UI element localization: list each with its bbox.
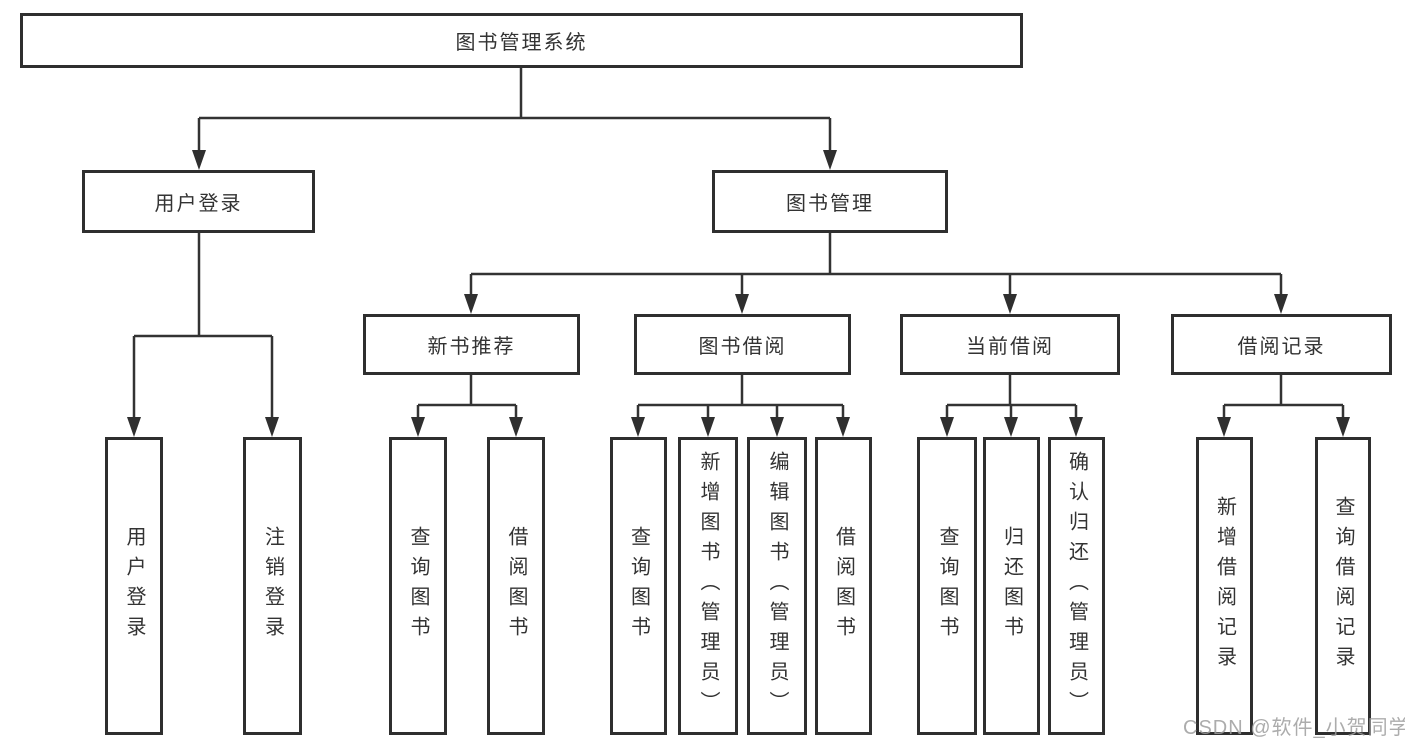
connector-new-book-recommend [416, 375, 518, 419]
csdn-watermark: CSDN @软件_小贺同学 [1183, 717, 1405, 739]
leaf-current-query-books-label: 查询图书 [936, 526, 958, 646]
node-root-label: 图书管理系统 [455, 32, 588, 54]
leaf-records-query-record-label: 查询借阅记录 [1332, 496, 1354, 676]
connector-root [197, 68, 832, 152]
leaf-borrow-query-books-label: 查询图书 [627, 526, 650, 646]
arrowheads [127, 150, 1350, 437]
node-borrow-records: 借阅记录 [1171, 314, 1392, 375]
leaf-borrow-borrow-books: 借阅图书 [815, 437, 872, 735]
node-new-book-recommend: 新书推荐 [363, 314, 580, 375]
connector-current-borrow [945, 375, 1078, 419]
connector-borrow-records [1222, 375, 1345, 419]
leaf-borrow-borrow-books-label: 借阅图书 [832, 526, 855, 646]
connector-book-borrow [636, 375, 845, 419]
node-user-login-label: 用户登录 [154, 193, 243, 215]
leaf-current-return-books-label: 归还图书 [1000, 526, 1023, 646]
leaf-current-query-books: 查询图书 [917, 437, 977, 735]
leaf-current-return-books: 归还图书 [983, 437, 1040, 735]
leaf-recommend-query-books-label: 查询图书 [407, 526, 429, 646]
node-root: 图书管理系统 [20, 13, 1023, 68]
leaf-recommend-query-books: 查询图书 [389, 437, 447, 735]
leaf-current-confirm-return-admin: 确认归还（管理员） [1048, 437, 1105, 735]
node-book-management-label: 图书管理 [786, 193, 874, 215]
leaf-borrow-query-books: 查询图书 [610, 437, 667, 735]
node-current-borrow: 当前借阅 [900, 314, 1120, 375]
leaf-borrow-edit-books-admin: 编辑图书（管理员） [747, 437, 807, 735]
leaf-recommend-borrow-books: 借阅图书 [487, 437, 545, 735]
leaf-user-login: 用户登录 [105, 437, 163, 735]
node-new-book-recommend-label: 新书推荐 [427, 336, 516, 358]
leaf-logout: 注销登录 [243, 437, 302, 735]
connector-book-management [469, 233, 1283, 296]
node-book-borrow: 图书借阅 [634, 314, 851, 375]
leaf-records-query-record: 查询借阅记录 [1315, 437, 1371, 735]
node-book-management: 图书管理 [712, 170, 948, 233]
leaf-user-login-label: 用户登录 [123, 526, 145, 646]
leaf-borrow-add-books-admin-label: 新增图书（管理员） [697, 451, 719, 721]
node-current-borrow-label: 当前借阅 [966, 336, 1054, 358]
connector-user-login [132, 233, 274, 419]
leaf-records-add-record: 新增借阅记录 [1196, 437, 1253, 735]
leaf-borrow-add-books-admin: 新增图书（管理员） [678, 437, 738, 735]
node-borrow-records-label: 借阅记录 [1237, 336, 1326, 358]
node-user-login: 用户登录 [82, 170, 315, 233]
leaf-current-confirm-return-admin-label: 确认归还（管理员） [1065, 451, 1088, 721]
leaf-records-add-record-label: 新增借阅记录 [1213, 496, 1236, 676]
leaf-recommend-borrow-books-label: 借阅图书 [505, 526, 527, 646]
node-book-borrow-label: 图书借阅 [698, 336, 787, 358]
leaf-borrow-edit-books-admin-label: 编辑图书（管理员） [766, 451, 788, 721]
leaf-logout-label: 注销登录 [261, 526, 284, 646]
